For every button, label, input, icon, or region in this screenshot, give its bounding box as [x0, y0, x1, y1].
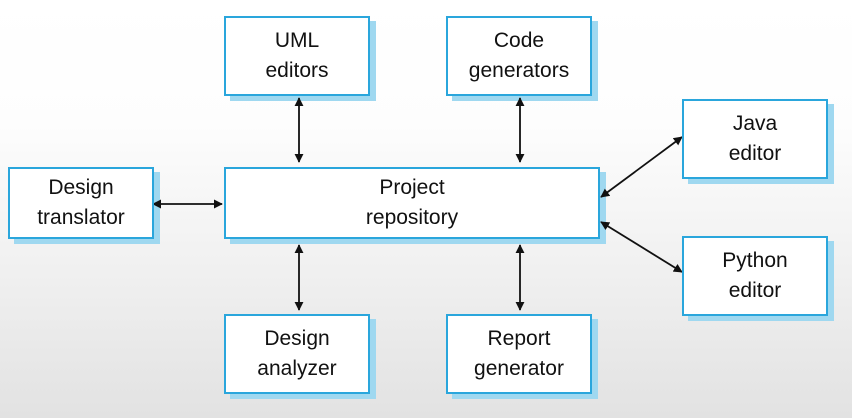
report-generator-box: Report generator — [446, 314, 592, 394]
report-generator-line2: generator — [474, 357, 564, 380]
design-analyzer-line1: Design — [264, 327, 330, 350]
edge-java-editor-repository — [600, 136, 683, 198]
java-editor-line2: editor — [728, 142, 782, 165]
edge-python-editor-repository — [600, 221, 683, 273]
code-generators-line1: Code — [493, 29, 545, 52]
project-repository-box: Project repository — [224, 167, 600, 239]
uml-editors-line1: UML — [274, 29, 320, 52]
design-translator-line2: translator — [37, 206, 125, 229]
uml-editors-line2: editors — [265, 59, 329, 82]
java-editor-line1: Java — [732, 112, 778, 135]
project-repository-line2: repository — [365, 206, 459, 229]
design-translator-box: Design translator — [8, 167, 154, 239]
code-generators-line2: generators — [468, 59, 570, 82]
python-editor-line2: editor — [728, 279, 782, 302]
uml-editors-box: UML editors — [224, 16, 370, 96]
python-editor-box: Python editor — [682, 236, 828, 316]
design-analyzer-box: Design analyzer — [224, 314, 370, 394]
project-repository-line1: Project — [379, 176, 445, 199]
design-analyzer-line2: analyzer — [257, 357, 337, 380]
report-generator-line1: Report — [487, 327, 551, 350]
java-editor-box: Java editor — [682, 99, 828, 179]
python-editor-line1: Python — [722, 249, 788, 272]
code-generators-box: Code generators — [446, 16, 592, 96]
design-translator-line1: Design — [48, 176, 114, 199]
